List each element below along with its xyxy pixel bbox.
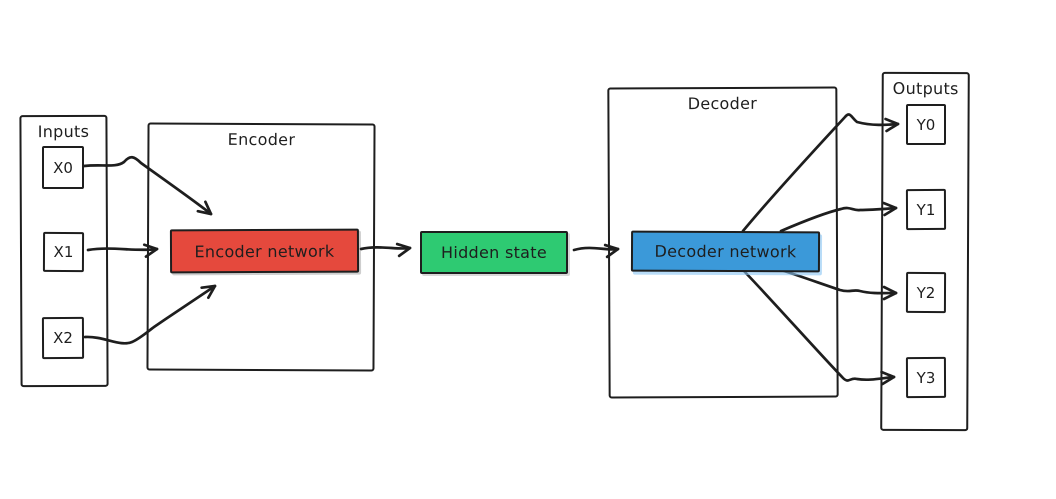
hidden-state-label: Hidden state [441,243,547,262]
output-node-y1-label: Y1 [916,200,936,219]
output-node-y3-label: Y3 [916,368,936,387]
encoder-network-box: Encoder network [169,228,360,274]
output-node-y3: Y3 [905,356,947,399]
decoder-network-box: Decoder network [630,230,821,273]
output-node-y1: Y1 [905,188,947,231]
input-node-x0: X0 [42,146,84,189]
output-node-y2-label: Y2 [916,283,936,302]
input-node-x2-label: X2 [53,328,73,348]
output-node-y0-label: Y0 [916,115,936,134]
input-node-x2: X2 [41,316,85,360]
encoder-group-label: Encoder [227,129,296,150]
inputs-group-label: Inputs [37,121,90,142]
encoder-network-label: Encoder network [194,241,335,261]
input-node-x1: X1 [42,231,85,273]
input-node-x0-label: X0 [53,158,73,177]
hidden-state-box: Hidden state [420,231,568,274]
output-node-y0: Y0 [906,104,946,145]
input-node-x1-label: X1 [53,242,74,262]
outputs-group-label: Outputs [892,78,959,99]
decoder-group-label: Decoder [687,93,758,114]
output-node-y2: Y2 [905,271,947,314]
decoder-network-label: Decoder network [654,241,797,262]
